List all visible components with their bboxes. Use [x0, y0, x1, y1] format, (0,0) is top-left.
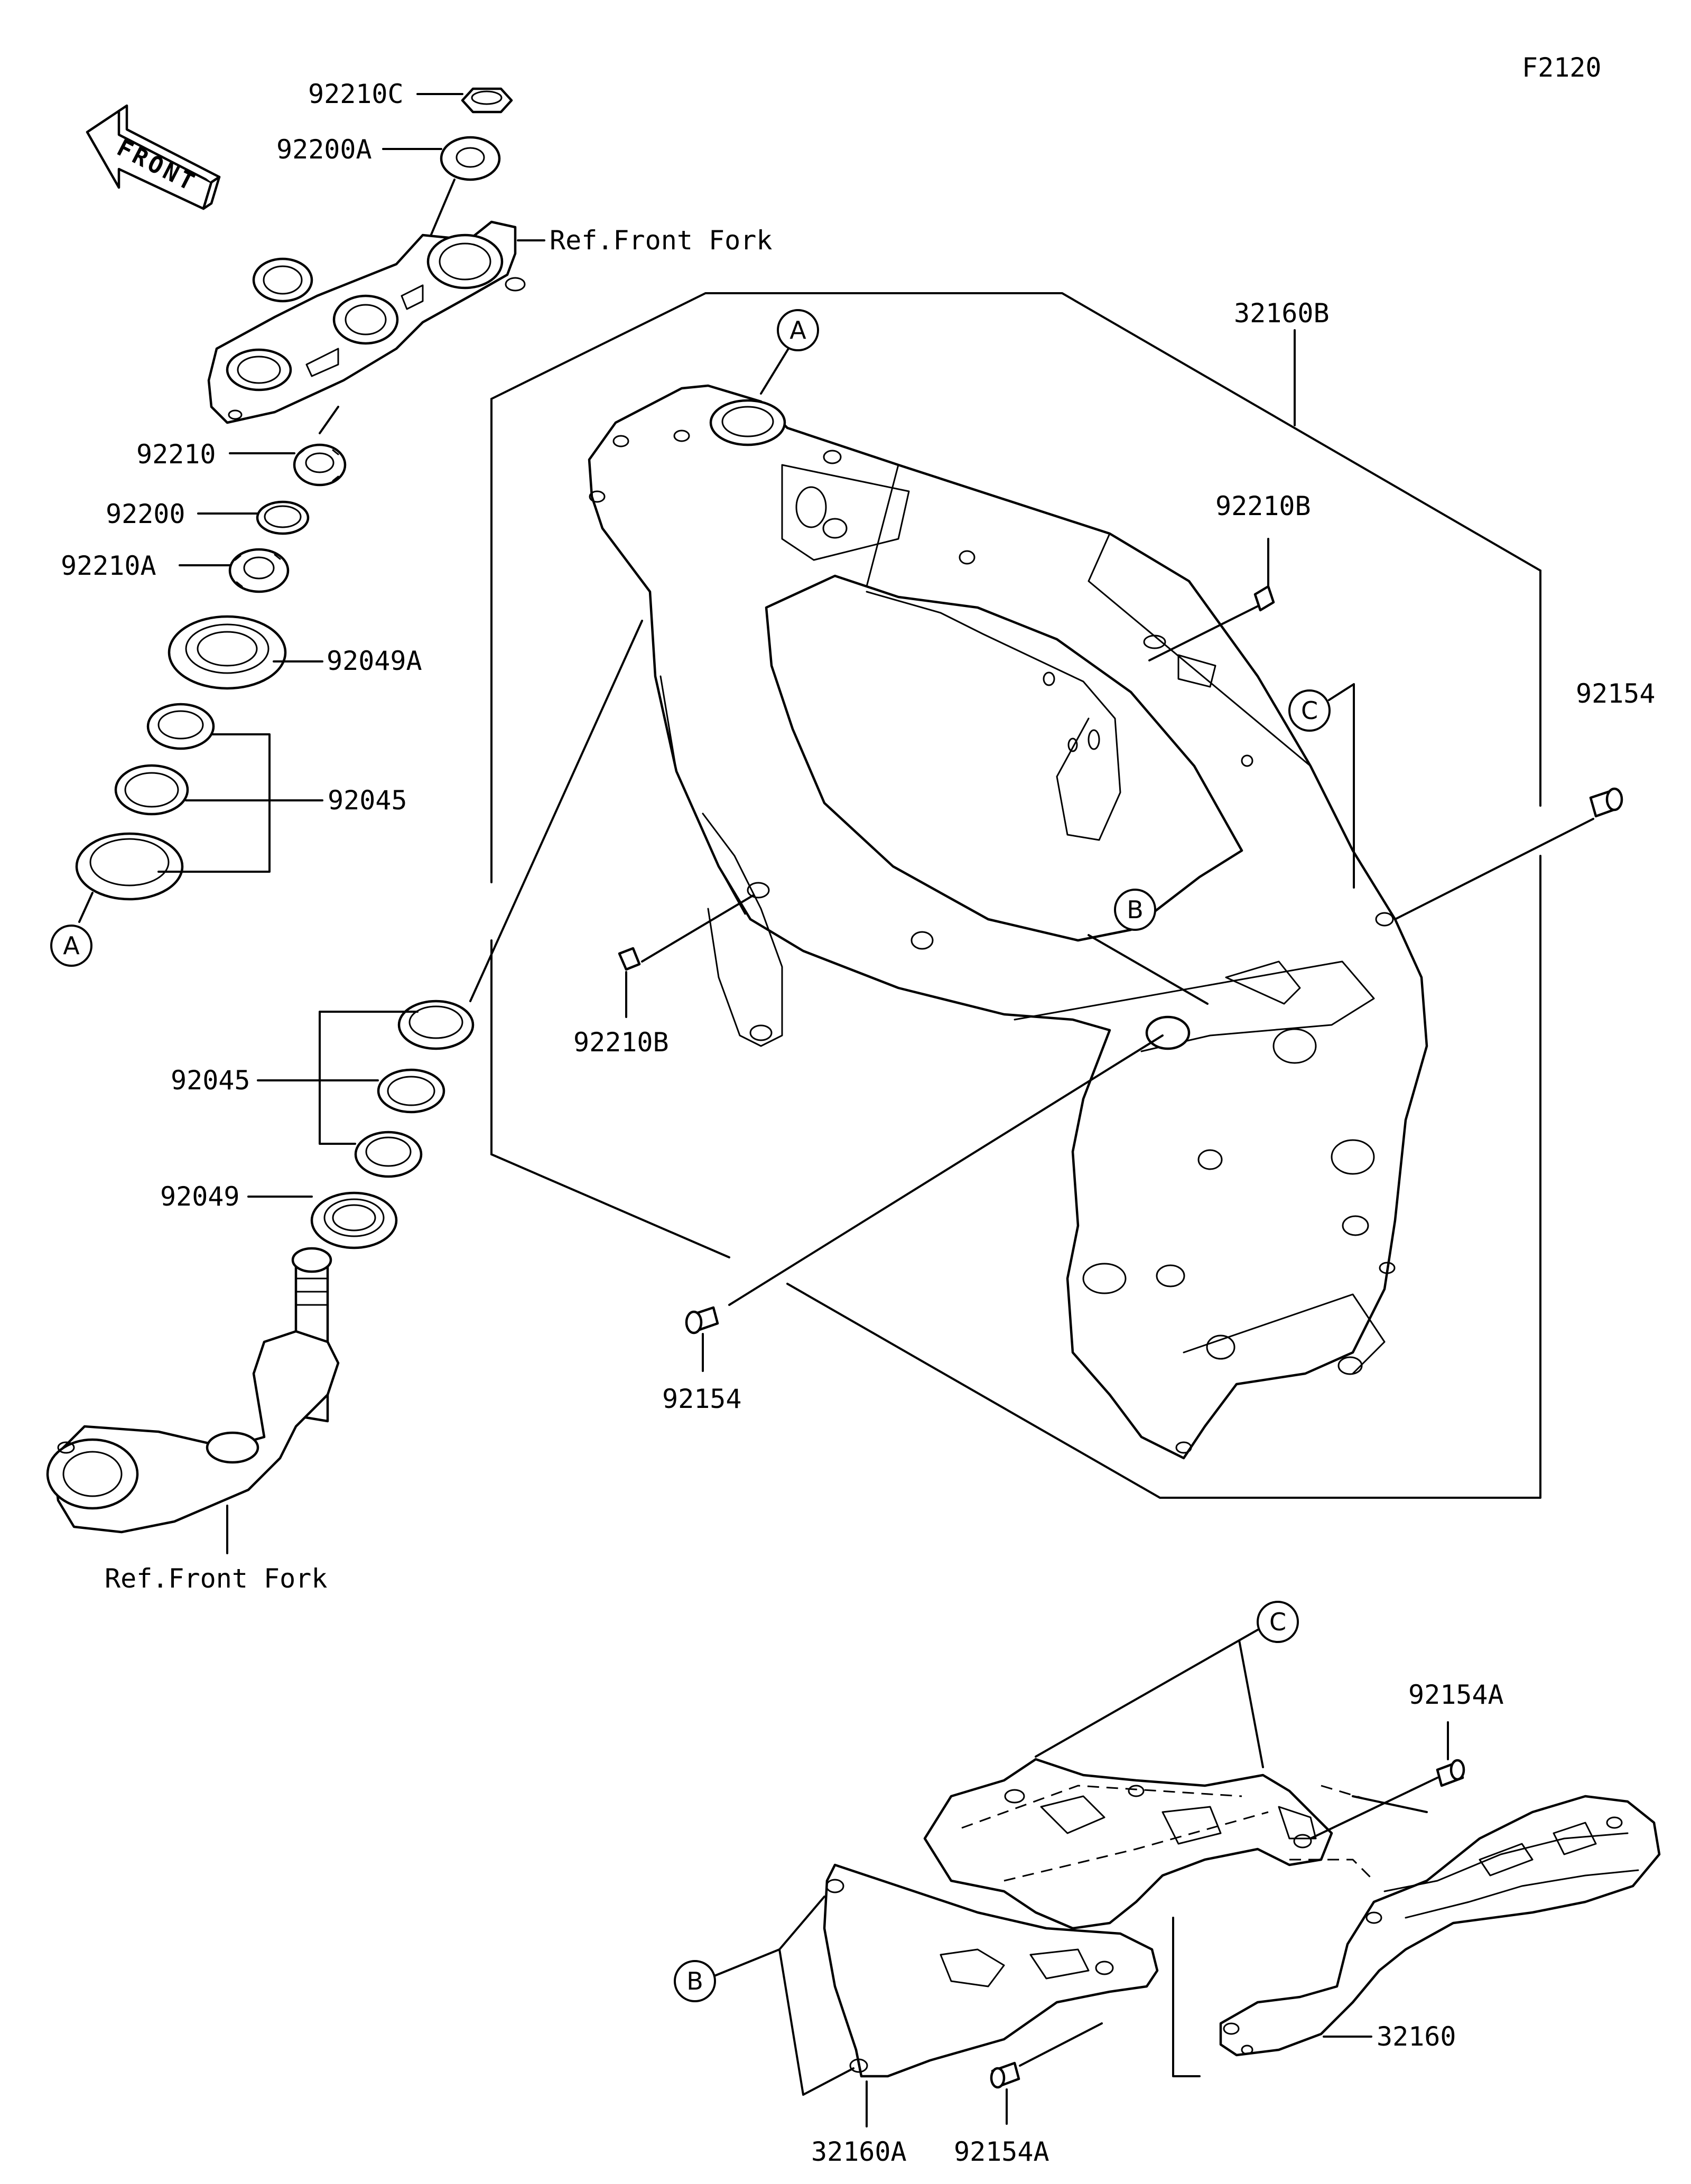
- label-92210B-left: 92210B: [573, 1027, 669, 1058]
- lower-triple-clamp-stem: Ref.Front Fork: [46, 1247, 340, 1594]
- part-92210C-nut: 92210C: [308, 79, 513, 114]
- label-32160A: 32160A: [811, 2136, 907, 2167]
- rear-subframe-group: C B: [674, 1601, 1661, 2167]
- callout-c-subframe: [1257, 1601, 1299, 1643]
- callout-b-subframe-label: B: [686, 1967, 703, 1995]
- label-92049A: 92049A: [327, 646, 422, 676]
- label-32160B: 32160B: [1234, 298, 1330, 329]
- part-92045-lower-bearing-set: 92045: [171, 620, 643, 1178]
- label-92154A-right: 92154A: [1408, 1679, 1504, 1710]
- callout-a-left: [50, 925, 92, 967]
- part-92200-lock-washer: 92200: [106, 499, 310, 535]
- callout-b-frame-label: B: [1127, 895, 1144, 924]
- part-92154-bolt-right: 92154: [1576, 678, 1656, 818]
- callout-c-frame-label: C: [1301, 696, 1318, 725]
- label-92210C: 92210C: [308, 79, 404, 109]
- label-92210A: 92210A: [61, 550, 156, 581]
- label-92045-low: 92045: [171, 1065, 250, 1096]
- label-92154A-bottom: 92154A: [954, 2136, 1049, 2167]
- part-92210-slotted-nut: 92210: [136, 439, 347, 487]
- label-32160: 32160: [1377, 2021, 1456, 2052]
- part-92210A-slotted-nut: 92210A: [61, 548, 290, 593]
- callout-a-left-label: A: [63, 931, 80, 960]
- label-92210B-right: 92210B: [1215, 491, 1311, 521]
- part-92154-bolt-left: 92154: [662, 1306, 742, 1414]
- part-92200A-washer: 92200A: [276, 134, 501, 181]
- callout-c-subframe-label: C: [1269, 1608, 1286, 1636]
- part-92045-upper-bearing-set: 92045 A: [50, 703, 407, 967]
- callout-c-frame: [1288, 689, 1331, 732]
- label-92049: 92049: [160, 1181, 240, 1212]
- callout-b-subframe: [674, 1960, 716, 2002]
- label-92154-left: 92154: [662, 1384, 742, 1414]
- part-92210B-bolt-left: 92210B: [573, 947, 669, 1058]
- main-frame-group: 32160B: [490, 292, 1594, 1499]
- label-92154-right: 92154: [1576, 678, 1656, 709]
- label-92210: 92210: [136, 439, 216, 470]
- part-92210B-bolt-right: 92210B: [1215, 491, 1311, 612]
- part-92049A-seal: 92049A: [168, 615, 422, 690]
- label-92200: 92200: [106, 499, 185, 529]
- upper-triple-clamp: Ref.Front Fork: [207, 179, 772, 434]
- ref-front-fork-bottom: Ref.Front Fork: [105, 1563, 327, 1594]
- part-92049-seal: 92049: [160, 1181, 398, 1249]
- ref-front-fork-top: Ref.Front Fork: [550, 225, 772, 256]
- label-92045-top: 92045: [328, 785, 407, 816]
- callout-b-frame: [1114, 889, 1156, 931]
- figure-code: F2120: [1522, 52, 1602, 83]
- callout-a-frame: [777, 309, 819, 351]
- front-direction-arrow-icon: FRONT: [86, 104, 221, 210]
- callout-a-frame-label: A: [789, 316, 806, 344]
- label-92200A: 92200A: [276, 134, 372, 165]
